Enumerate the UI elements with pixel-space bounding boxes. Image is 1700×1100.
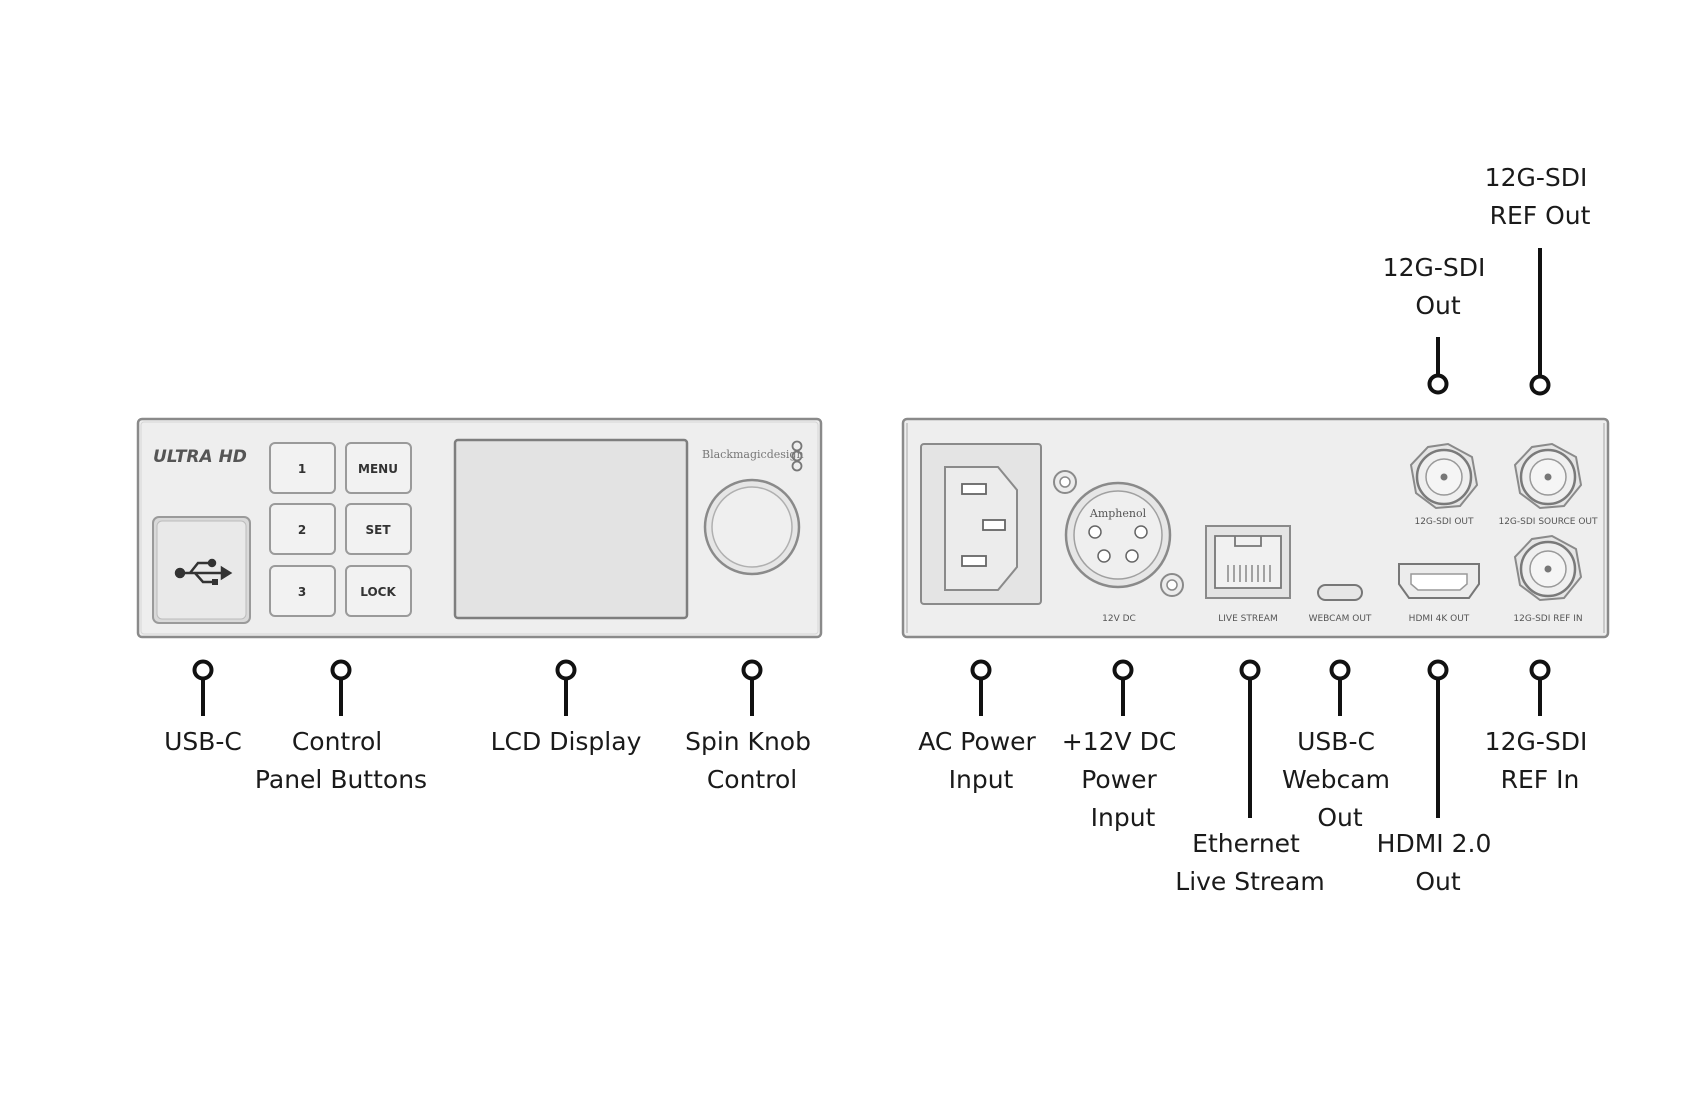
button-3-label: 3 — [298, 585, 306, 599]
leader-spin-knob — [741, 659, 763, 716]
leader-sdi-ref-out — [1529, 248, 1551, 396]
menu-button-label: MENU — [358, 462, 398, 476]
label-ac-power: AC Power Input — [918, 727, 1044, 794]
bnc-connector-icon — [1513, 442, 1583, 510]
lcd-display — [453, 438, 689, 620]
webcam-port-label: WEBCAM OUT — [1309, 614, 1372, 624]
ethernet-port-label: LIVE STREAM — [1218, 614, 1277, 624]
spin-knob-icon[interactable] — [703, 478, 801, 576]
label-spin-knob: Spin Knob Control — [685, 727, 819, 794]
leader-lcd-display — [555, 659, 577, 716]
xlr-brand: Amphenol — [1089, 507, 1147, 520]
sdi-out-port-label: 12G-SDI OUT — [1414, 517, 1474, 527]
front-panel: ULTRA HD 1 MENU — [136, 417, 823, 639]
set-button[interactable]: SET — [345, 503, 412, 555]
leader-dc-power — [1112, 659, 1134, 716]
leader-control-panel-buttons — [330, 659, 352, 716]
label-lcd-display: LCD Display — [491, 727, 642, 756]
leader-ethernet — [1239, 659, 1261, 818]
button-2[interactable]: 2 — [269, 503, 336, 555]
leader-hdmi-out — [1427, 659, 1449, 818]
rear-panel: Amphenol 12V DC LIVE STREAM — [901, 417, 1610, 639]
control-panel-buttons: 1 MENU 2 SET 3 LOCK — [269, 442, 412, 617]
bnc-connector-icon — [1513, 534, 1583, 602]
label-ethernet: Ethernet Live Stream — [1175, 829, 1324, 896]
xlr-4pin-icon: Amphenol — [1053, 470, 1184, 597]
sdi-source-port-label: 12G-SDI SOURCE OUT — [1498, 517, 1598, 527]
leader-ac-power — [970, 659, 992, 716]
lock-button[interactable]: LOCK — [345, 565, 412, 617]
sdi-ref-in-port-label: 12G-SDI REF IN — [1513, 614, 1582, 624]
hdmi-port-icon — [1398, 563, 1480, 599]
bnc-connector-icon — [1409, 442, 1479, 510]
iec-power-socket-icon — [920, 443, 1042, 605]
brand-logo: Blackmagicdesign — [702, 448, 804, 461]
menu-button[interactable]: MENU — [345, 442, 412, 494]
usb-c-port-icon — [1317, 584, 1363, 601]
hdmi-port-label: HDMI 4K OUT — [1409, 614, 1470, 624]
label-sdi-ref-out: 12G-SDI REF Out — [1485, 163, 1596, 230]
button-2-label: 2 — [298, 523, 306, 537]
button-1-label: 1 — [298, 462, 306, 476]
button-1[interactable]: 1 — [269, 442, 336, 494]
usb-icon — [174, 558, 233, 585]
leader-sdi-out — [1427, 337, 1449, 395]
label-control-panel-buttons: Control Panel Buttons — [255, 727, 427, 794]
usb-c-port — [152, 516, 251, 624]
button-3[interactable]: 3 — [269, 565, 336, 617]
dc-port-label: 12V DC — [1102, 614, 1136, 624]
callout-labels: USB-C Control Panel Buttons LCD Display … — [164, 163, 1596, 896]
label-sdi-ref-in: 12G-SDI REF In — [1485, 727, 1596, 794]
label-usb-c: USB-C — [164, 727, 242, 756]
leader-usb-c — [192, 659, 214, 716]
label-hdmi-out: HDMI 2.0 Out — [1377, 829, 1500, 896]
ultra-hd-logo: ULTRA HD — [153, 447, 247, 467]
set-button-label: SET — [365, 523, 391, 537]
leader-sdi-ref-in — [1529, 659, 1551, 716]
brand-dots-icon — [791, 440, 803, 472]
lock-button-label: LOCK — [360, 585, 396, 599]
rj45-port-icon — [1205, 525, 1291, 599]
label-dc-power: +12V DC Power Input — [1062, 727, 1184, 832]
label-usb-c-webcam: USB-C Webcam Out — [1282, 727, 1398, 832]
label-sdi-out: 12G-SDI Out — [1383, 253, 1494, 320]
leader-usb-c-webcam — [1329, 659, 1351, 716]
callout-leaders — [192, 248, 1551, 818]
